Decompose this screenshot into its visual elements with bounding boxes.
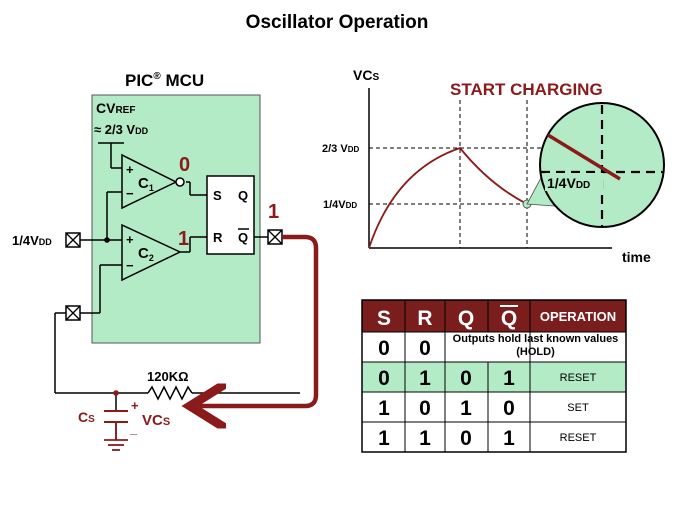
comparator-2-plus: + — [126, 232, 134, 247]
comparator-1-minus: − — [126, 186, 134, 201]
resistor-label: 120KΩ — [147, 369, 189, 384]
zoom-label: 1/4VDD — [547, 175, 590, 191]
table-header-s: S — [377, 307, 391, 330]
output-state: 1 — [268, 201, 279, 223]
table-cell-s: 0 — [378, 367, 390, 390]
zoom-label-bg — [545, 173, 603, 191]
table-cell-r: 1 — [419, 427, 431, 450]
graph-dashed-guides — [369, 100, 612, 248]
ground-icon — [104, 422, 128, 451]
latch-r-label: R — [213, 230, 223, 245]
table-cell-qbar: 1 — [503, 367, 515, 390]
pin-quarter-vdd — [65, 232, 81, 248]
rc-wiring — [54, 312, 300, 440]
latch-q-label: Q — [238, 188, 248, 203]
table-header-q: Q — [458, 307, 474, 330]
cap-node-dot — [113, 390, 119, 396]
graph-ylabel: VCS — [353, 67, 379, 83]
junction-dot — [104, 237, 110, 243]
comparator-1-inverter-bubble — [175, 177, 185, 187]
feedback-arrow — [199, 234, 319, 406]
table-cell-s: 0 — [378, 337, 390, 360]
comparator-1 — [121, 153, 178, 210]
latch-qbar-label: Q — [238, 230, 248, 245]
cvref-value: ≈ 2/3 VDD — [94, 122, 149, 137]
table-cell-q: 0 — [460, 427, 472, 450]
start-charging-annotation: START CHARGING — [450, 80, 603, 99]
level-low-label: 1/4VDD — [323, 199, 357, 211]
comparator-2-label: C2 — [138, 245, 154, 263]
table-cell-s: 1 — [378, 397, 390, 420]
table-cell-op: SET — [567, 402, 589, 414]
comparator-2-minus: − — [126, 258, 134, 273]
comparator-1-state: 0 — [179, 154, 190, 176]
comparator-2 — [121, 223, 182, 282]
table-cell-qbar: 0 — [503, 397, 515, 420]
table-cell-qbar: 1 — [503, 427, 515, 450]
latch-s-label: S — [213, 188, 222, 203]
table-header-r: R — [417, 307, 432, 330]
table-header-operation: OPERATION — [540, 309, 616, 324]
table-cell-s: 1 — [378, 427, 390, 450]
pin-quarter-vdd-label: 1/4VDD — [12, 233, 52, 248]
zoom-curve — [547, 133, 621, 181]
comparator-1-plus: + — [126, 162, 134, 177]
reset-row-highlight — [362, 362, 626, 392]
vcs-plus: + — [131, 398, 139, 413]
page-title: Oscillator Operation — [246, 12, 429, 33]
table-cell-op-hold: Outputs hold last known values (HOLD) — [452, 333, 619, 358]
table-header-qbar: Q — [501, 307, 517, 330]
cvref-label: CVREF — [96, 100, 135, 116]
mcu-wiring — [80, 142, 268, 314]
vcs-minus: _ — [129, 421, 138, 436]
truth-table — [361, 299, 627, 453]
zoom-guides — [541, 105, 664, 226]
vcs-label: VCS — [142, 412, 170, 429]
table-cell-op: RESET — [560, 372, 597, 384]
comparator-2-state: 1 — [178, 228, 189, 250]
pin-comparator-2-minus — [65, 305, 81, 321]
mcu-title: PIC® MCU — [125, 71, 204, 90]
vcs-curve — [368, 146, 528, 249]
table-cell-r: 0 — [419, 337, 431, 360]
capacitor-label: CS — [78, 409, 95, 425]
table-cell-r: 1 — [419, 367, 431, 390]
pin-output — [267, 229, 283, 245]
table-cell-q: 0 — [460, 367, 472, 390]
sr-latch — [206, 175, 255, 255]
level-high-label: 2/3 VDD — [322, 143, 359, 155]
table-cell-q: 1 — [460, 397, 472, 420]
table-cell-op: RESET — [560, 432, 597, 444]
graph-xlabel: time — [622, 249, 651, 265]
table-cell-r: 0 — [419, 397, 431, 420]
resistor-120k — [147, 385, 193, 401]
comparator-1-label: C1 — [138, 175, 154, 193]
